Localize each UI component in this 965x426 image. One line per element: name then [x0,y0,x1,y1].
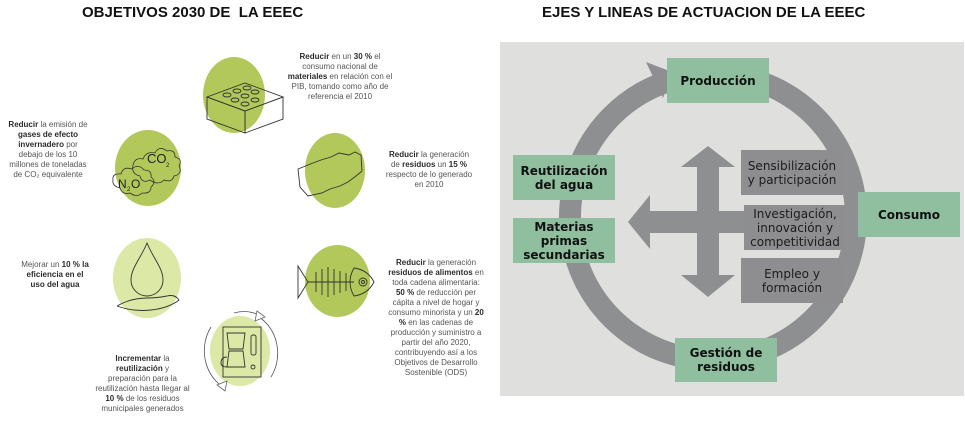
objective-text-segment: Reducir [8,120,39,129]
objective-text-segment: en relación con el PIB, tomando como año… [291,72,393,101]
objective-reutilizacion: Incrementar la reutilización y preparaci… [95,354,190,414]
objective-text-segment: la emisión de [38,120,88,129]
action-line-investigacion: Investigación, innovación y competitivid… [744,205,846,250]
n2o-subscript: 2 [127,187,131,193]
fish-bone-icon [297,264,375,300]
stage-produccion-label: Producción [680,73,756,88]
water-drop-hand-icon [116,241,180,311]
objective-text-segment: 20 % [398,308,484,327]
cycle-arrow-head-icon [646,62,672,98]
objective-text-segment: la generación de [390,150,470,169]
objective-text-segment: por debajo de los 10 millones de tonelad… [9,140,87,179]
objective-text-segment: materiales [287,72,328,81]
stage-materias-primas: Materias primas secundarias [513,218,615,263]
objective-text-segment: Reducir [299,52,330,61]
action-line-empleo: Empleo y formación [741,258,843,303]
objective-text-segment: 15 % [448,160,468,169]
stage-consumo: Consumo [858,192,960,237]
objective-text-segment: 30 % [353,52,373,61]
stage-reutilizacion-agua: Reutilización del agua [513,155,615,200]
objective-materiales: Reducir en un 30 % el consumo nacional d… [285,52,395,102]
water-blob [113,238,181,318]
action-line-empleo-label: Empleo y formación [761,266,823,295]
objective-text-segment: en toda cadena alimentaria: [392,268,484,287]
objective-text-segment: 10 % [105,394,124,403]
n2o-o-label: O [131,177,140,191]
objective-text-segment: en las cadenas de producción y suministr… [390,318,482,377]
axes-title: EJES Y LINEAS DE ACTUACION DE LA EEEC [542,4,866,21]
objective-text-segment: 10 % la eficiencia en el uso del agua [26,260,89,289]
objective-text-segment: la generación [425,258,477,267]
objective-text-segment: Incrementar [115,354,162,363]
objective-text-segment: residuos [402,160,436,169]
objective-text-segment: Mejorar un [21,260,62,269]
objective-text-segment: Reducir [388,150,419,159]
objective-text-segment: reutilización [116,364,163,373]
objective-text-segment: el consumo nacional de [302,52,381,71]
objective-text-segment: en un [329,52,354,61]
stage-gestion-residuos-label: Gestión de residuos [689,346,763,374]
stage-gestion-residuos: Gestión de residuos [675,338,777,382]
action-line-sensibilizacion: Sensibilización y participación [741,150,843,195]
objective-text-segment: respecto de lo generado en 2010 [385,170,473,189]
objective-text-segment: un [435,160,449,169]
objective-residuos: Reducir la generación de residuos un 15 … [385,150,473,190]
stage-consumo-label: Consumo [877,207,941,222]
co2-n2o-clouds-icon: CO 2 N 2 O [112,148,181,196]
axes-diagram-panel: Producción Consumo Gestión de residuos R… [500,42,964,396]
co2-subscript: 2 [166,163,170,169]
objectives-title: OBJETIVOS 2030 DE LA EEEC [82,4,304,21]
stage-produccion: Producción [667,58,769,103]
objective-agua: Mejorar un 10 % la eficiencia en el uso … [20,260,90,290]
objective-text-segment: 50 % [395,288,415,297]
objective-text-segment: gases de efecto invernadero [17,130,79,149]
action-line-investigacion-label: Investigación, innovación y competitivid… [750,206,840,249]
objective-gases: Reducir la emisión de gases de efecto in… [8,120,88,180]
objective-text-segment: Reducir [395,258,426,267]
n2o-n-label: N [118,177,127,191]
stage-reutilizacion-agua-label: Reutilización del agua [520,163,608,192]
objective-text-segment: la [161,354,170,363]
co2-label: CO [147,151,167,166]
objective-text-segment: y preparación para la reutilización hast… [95,364,190,393]
objective-alimentos: Reducir la generación residuos de alimen… [387,258,485,378]
objective-text-segment: residuos de alimentos [388,268,473,277]
action-line-sensibilizacion-label: Sensibilización y participación [747,158,837,187]
brick-icon [205,82,285,134]
objective-text-segment: de reducción per cápita a nivel de hogar… [388,288,480,317]
bottle-blob [305,133,365,208]
objective-text-segment: de los residuos municipales generados [101,394,184,413]
bottle-icon [297,151,363,197]
coffee-maker-recycle-icon [203,310,279,392]
stage-materias-primas-label: Materias primas secundarias [523,219,605,262]
cross-arrows-icon [628,146,750,297]
